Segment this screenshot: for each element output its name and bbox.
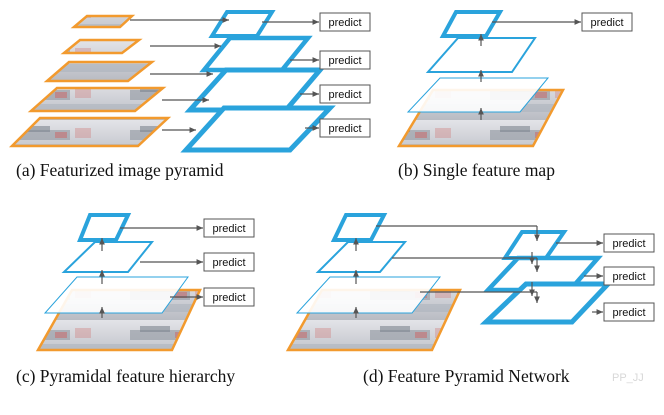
- svg-text:predict: predict: [328, 123, 361, 135]
- caption-a: (a) Featurized image pyramid: [16, 160, 224, 180]
- image-layer-a-2: [43, 60, 156, 83]
- feature-map-a-3: [184, 67, 326, 113]
- predict-box-c-1: predict: [203, 218, 255, 238]
- panel-d: predict predict predict: [285, 213, 655, 352]
- predict-box-c-3: predict: [203, 287, 255, 307]
- svg-text:predict: predict: [612, 307, 645, 319]
- feature-map-a-2: [199, 35, 313, 73]
- caption-c: (c) Pyramidal feature hierarchy: [16, 366, 236, 386]
- predict-box-c-2: predict: [203, 252, 255, 272]
- predict-box-a-2: predict: [319, 50, 371, 70]
- predict-box-d-1: predict: [603, 233, 655, 253]
- predict-box-a-1: predict: [319, 12, 371, 32]
- caption-b: (b) Single feature map: [398, 160, 555, 180]
- predict-box-a-4: predict: [319, 118, 371, 138]
- feature-map-d-td-3: [479, 281, 614, 325]
- svg-text:predict: predict: [328, 17, 361, 29]
- caption-d: (d) Feature Pyramid Network: [363, 366, 570, 386]
- feature-map-a-1: [208, 10, 276, 38]
- feature-map-d-bu-1: [330, 213, 388, 242]
- feature-map-c-3: [43, 276, 189, 314]
- predict-box-a-3: predict: [319, 84, 371, 104]
- feature-map-b-1: [439, 10, 504, 38]
- svg-text:predict: predict: [612, 238, 645, 250]
- feature-map-d-bu-3: [295, 276, 442, 314]
- svg-text:predict: predict: [212, 257, 245, 269]
- feature-map-d-bu-2: [315, 241, 408, 273]
- predict-box-d-3: predict: [603, 302, 655, 322]
- image-layer-a-3: [27, 86, 167, 113]
- feature-map-b-2: [425, 37, 537, 73]
- predict-box-d-2: predict: [603, 266, 655, 286]
- watermark: PP_JJ: [612, 372, 644, 384]
- image-layer-a-4: [8, 116, 172, 148]
- panel-c: predict predict predict: [35, 213, 255, 352]
- image-layer-a-1: [60, 38, 143, 55]
- svg-text:predict: predict: [612, 271, 645, 283]
- predict-box-b-1: predict: [581, 12, 633, 32]
- svg-text:predict: predict: [212, 223, 245, 235]
- svg-text:predict: predict: [328, 89, 361, 101]
- svg-text:predict: predict: [212, 292, 245, 304]
- image-layer-a-0: [70, 14, 136, 29]
- feature-map-c-2: [61, 241, 155, 273]
- feature-map-a-4: [180, 105, 336, 153]
- feature-map-d-td-1: [501, 230, 568, 260]
- svg-text:predict: predict: [590, 17, 623, 29]
- feature-map-c-1: [77, 213, 132, 242]
- panel-a: predict predict predict predict: [8, 10, 371, 153]
- panel-b: predict: [396, 10, 633, 148]
- svg-text:predict: predict: [328, 55, 361, 67]
- feature-map-b-3: [406, 77, 550, 113]
